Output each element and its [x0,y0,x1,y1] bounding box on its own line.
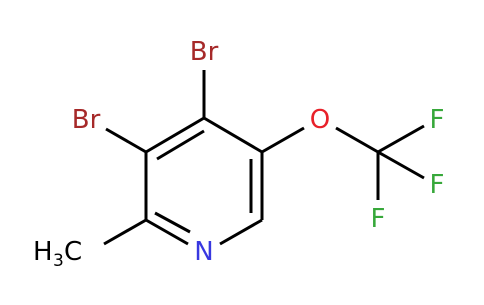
bond-o-cf3 [335,126,379,154]
atom-label-bromine: Br [72,105,101,135]
atom-label-oxygen: O [310,105,330,135]
bond-cf3-f2 [377,150,425,180]
atom-label-fluorine: F [430,170,445,200]
bond-c6-n [219,218,263,246]
bond-c3-c4 [145,116,205,154]
bond-n-c2-inner [154,211,191,234]
bond-c5-o [261,126,305,154]
bond-n-c2 [145,218,189,246]
bond-c2-ch3 [103,218,147,246]
atom-label-nitrogen: N [194,237,213,267]
atom-label-carbon: C [64,237,82,267]
methyl-group-label: H 3 C [33,237,82,271]
bonds [103,70,425,246]
bond-cf3-f1 [377,124,425,154]
bond-c4-c5 [203,116,263,154]
bond-c3-c4-inner [156,129,205,161]
methyl-subscript: 3 [53,251,64,271]
atom-label-bromine: Br [190,37,219,67]
bond-c3-br [105,127,147,154]
atom-label-fluorine: F [430,105,445,135]
atom-label-fluorine: F [371,204,386,234]
atom-label-hydrogen: H [33,237,53,267]
